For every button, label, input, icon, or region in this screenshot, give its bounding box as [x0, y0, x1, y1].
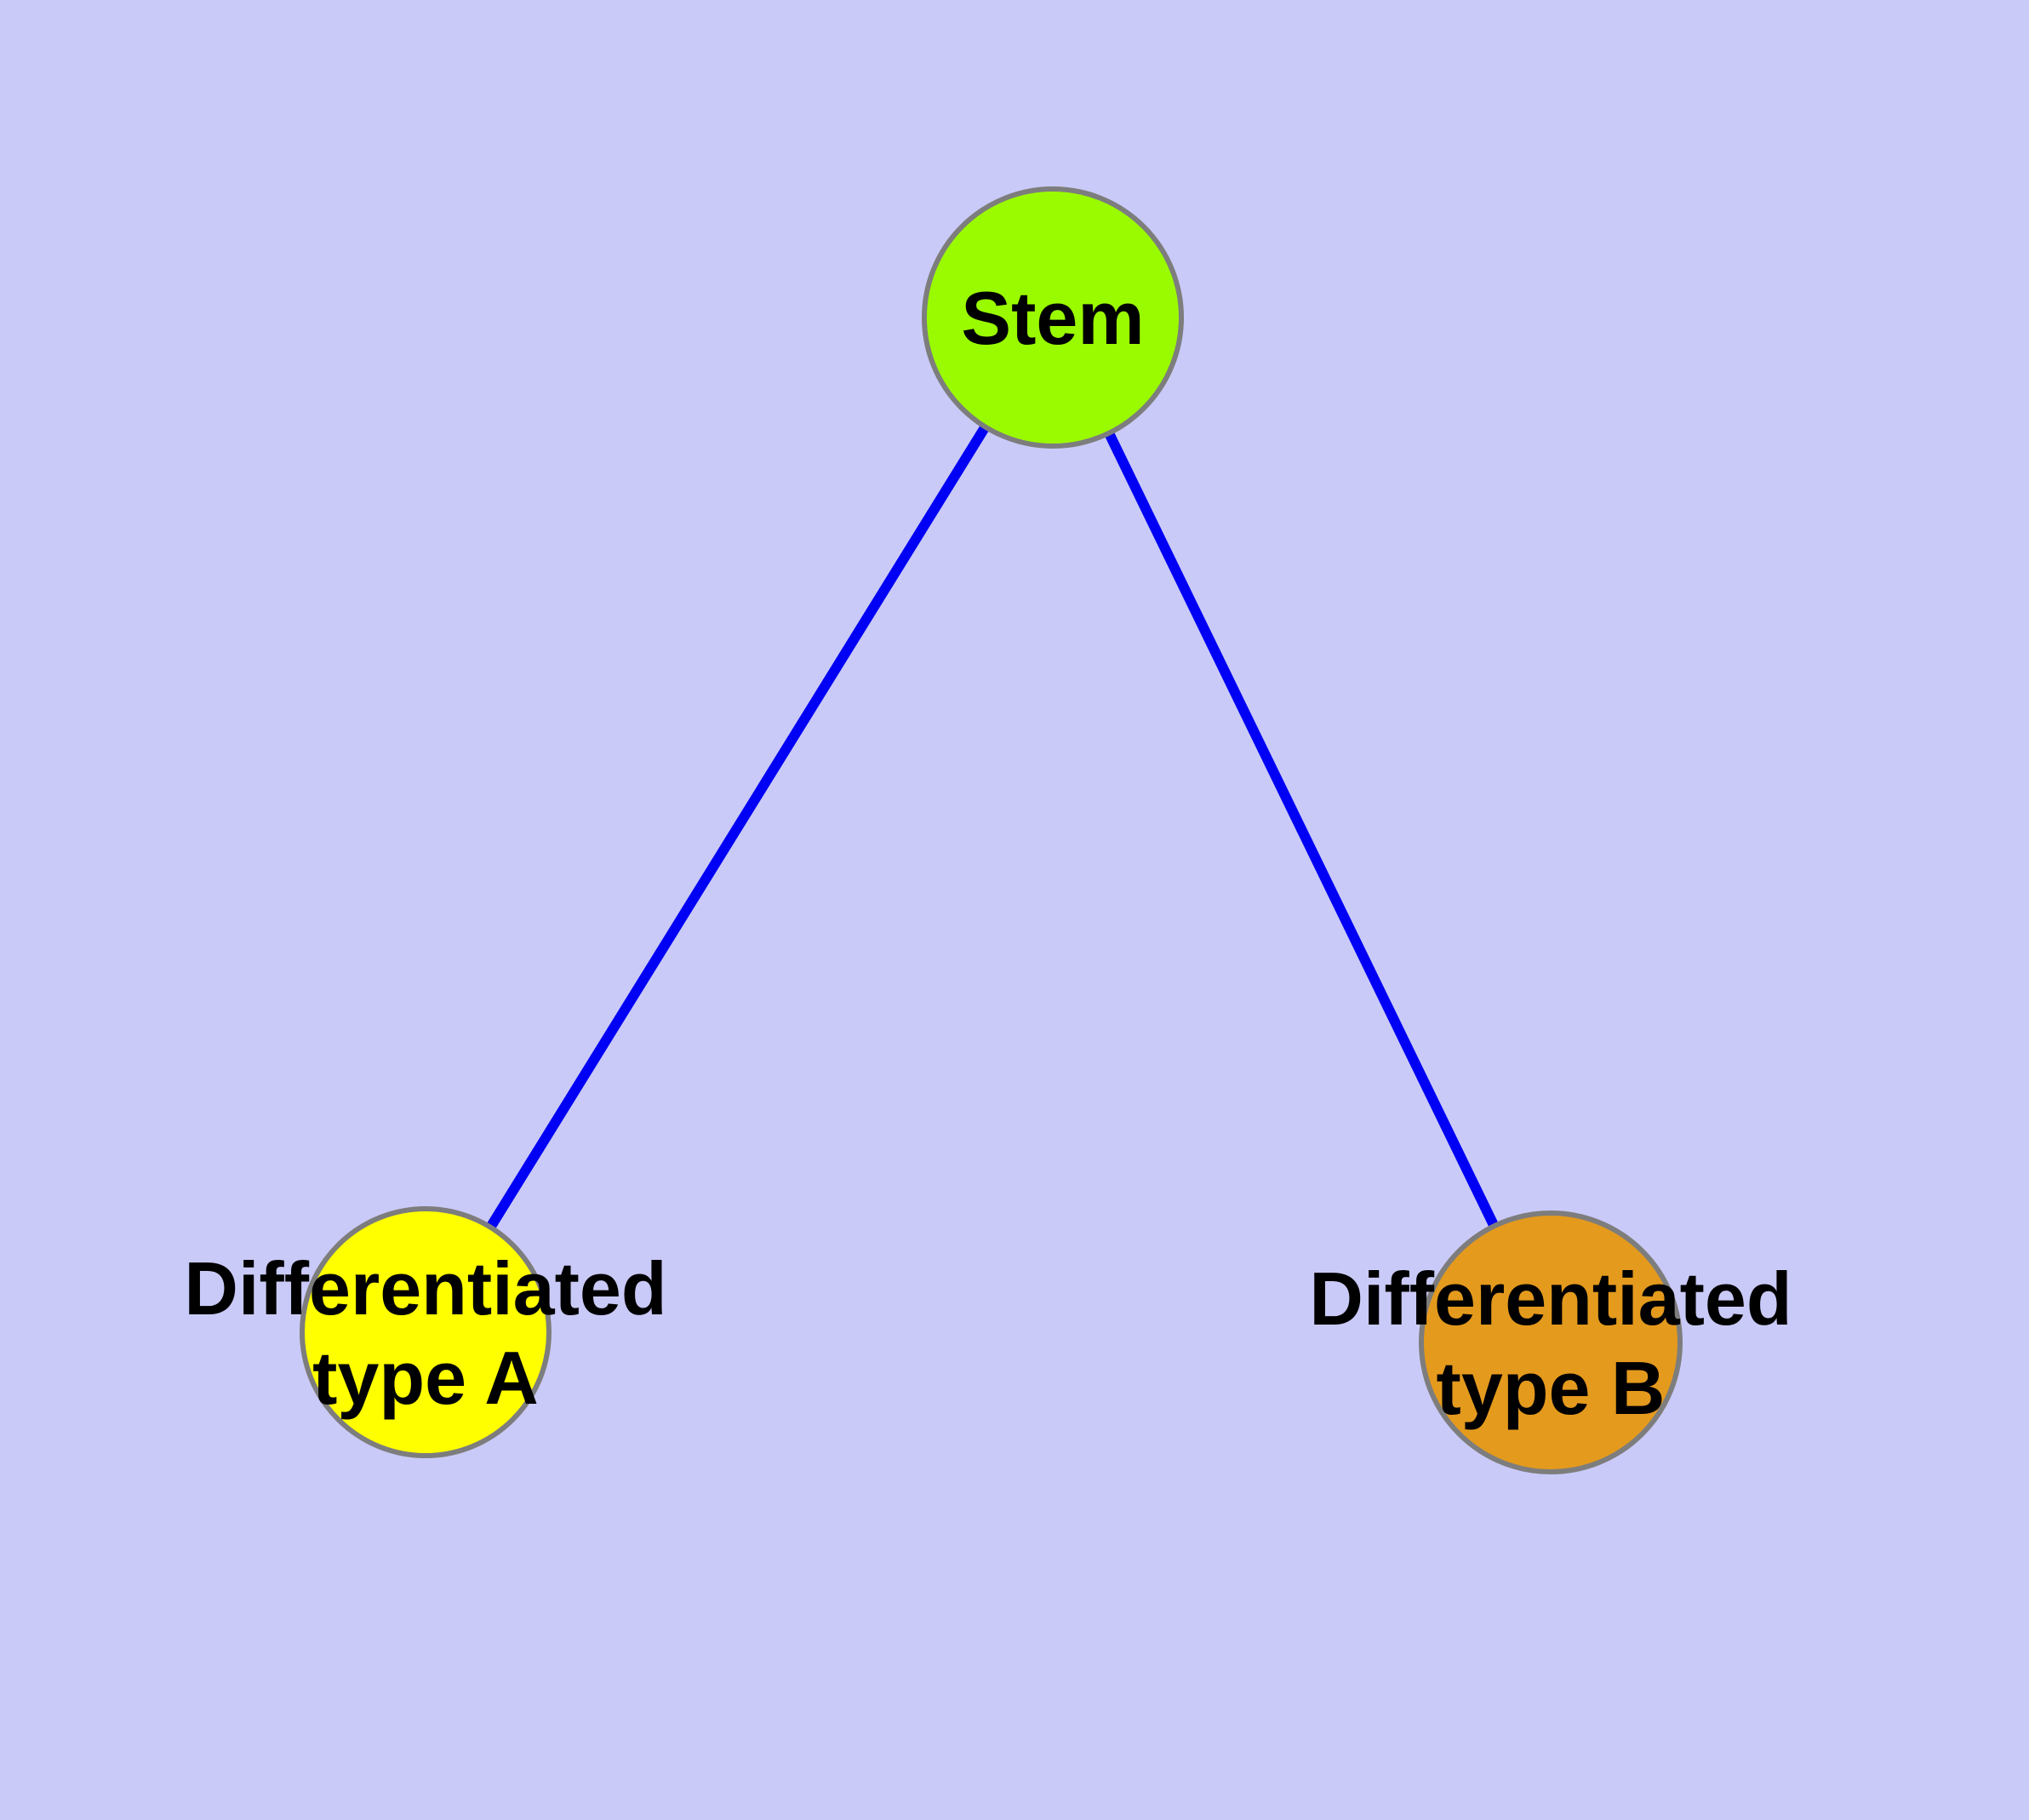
node-differentiated-type-b — [1419, 1210, 1683, 1474]
node-type-b-label-line2: type B — [1437, 1346, 1666, 1430]
edge-stem-to-type-a — [420, 314, 1058, 1336]
node-stem-label: Stem — [961, 276, 1144, 360]
edge-stem-to-type-b — [1048, 315, 1556, 1345]
node-stem — [922, 186, 1184, 449]
node-type-b-label-line1: Differentiated — [1309, 1256, 1792, 1341]
node-type-a-label-line2: type A — [312, 1336, 539, 1420]
node-type-a-label-line1: Differentiated — [184, 1246, 666, 1331]
node-differentiated-type-a — [300, 1206, 552, 1458]
